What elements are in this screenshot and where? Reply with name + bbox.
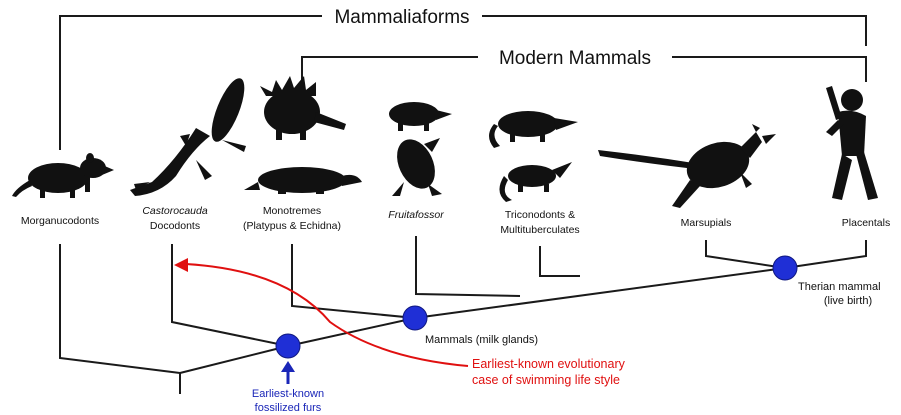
label-morganucodonts: Morganucodonts	[21, 215, 99, 227]
mammaliaforms-bracket	[60, 16, 866, 150]
label-triconodonts: Triconodonts &	[505, 209, 575, 221]
triconodont-silhouette	[489, 111, 578, 148]
label-monotremes: Monotremes	[263, 205, 321, 217]
modern-mammals-label: Modern Mammals	[499, 48, 651, 69]
node-fur	[276, 334, 300, 358]
fur-label-line2: fossilized furs	[255, 402, 322, 414]
mammals-label: Mammals (milk glands)	[425, 334, 538, 346]
castorocauda-silhouette	[130, 74, 251, 196]
multituberculate-silhouette	[499, 162, 572, 202]
label-fruitafossor: Fruitafossor	[388, 209, 444, 221]
platypus-silhouette	[244, 167, 362, 194]
morganucodon-silhouette	[12, 153, 114, 198]
annotation-line1: Earliest-known evolutionary	[472, 357, 626, 371]
mammaliaforms-label: Mammaliaforms	[334, 7, 469, 28]
label-marsupials: Marsupials	[681, 217, 732, 229]
phylogenetic-tree	[60, 236, 866, 394]
label-castorocauda: Castorocauda	[142, 205, 208, 217]
fur-arrow-icon	[281, 361, 295, 384]
fruitafossor-silhouette	[389, 102, 452, 196]
node-therian	[773, 256, 797, 280]
baseball-player-silhouette	[826, 86, 878, 200]
label-multituberculates: Multituberculates	[500, 224, 579, 236]
label-placentals: Placentals	[842, 217, 890, 229]
label-docodonts: Docodonts	[150, 220, 200, 232]
therian-label: Therian mammal	[798, 281, 881, 293]
therian-sublabel: (live birth)	[824, 295, 872, 307]
annotation-line2: case of swimming life style	[472, 373, 620, 387]
kangaroo-silhouette	[598, 124, 776, 208]
echidna-silhouette	[260, 76, 346, 140]
node-mammals	[403, 306, 427, 330]
label-platypus-echidna: (Platypus & Echidna)	[243, 220, 341, 232]
fur-label-line1: Earliest-known	[252, 388, 324, 400]
